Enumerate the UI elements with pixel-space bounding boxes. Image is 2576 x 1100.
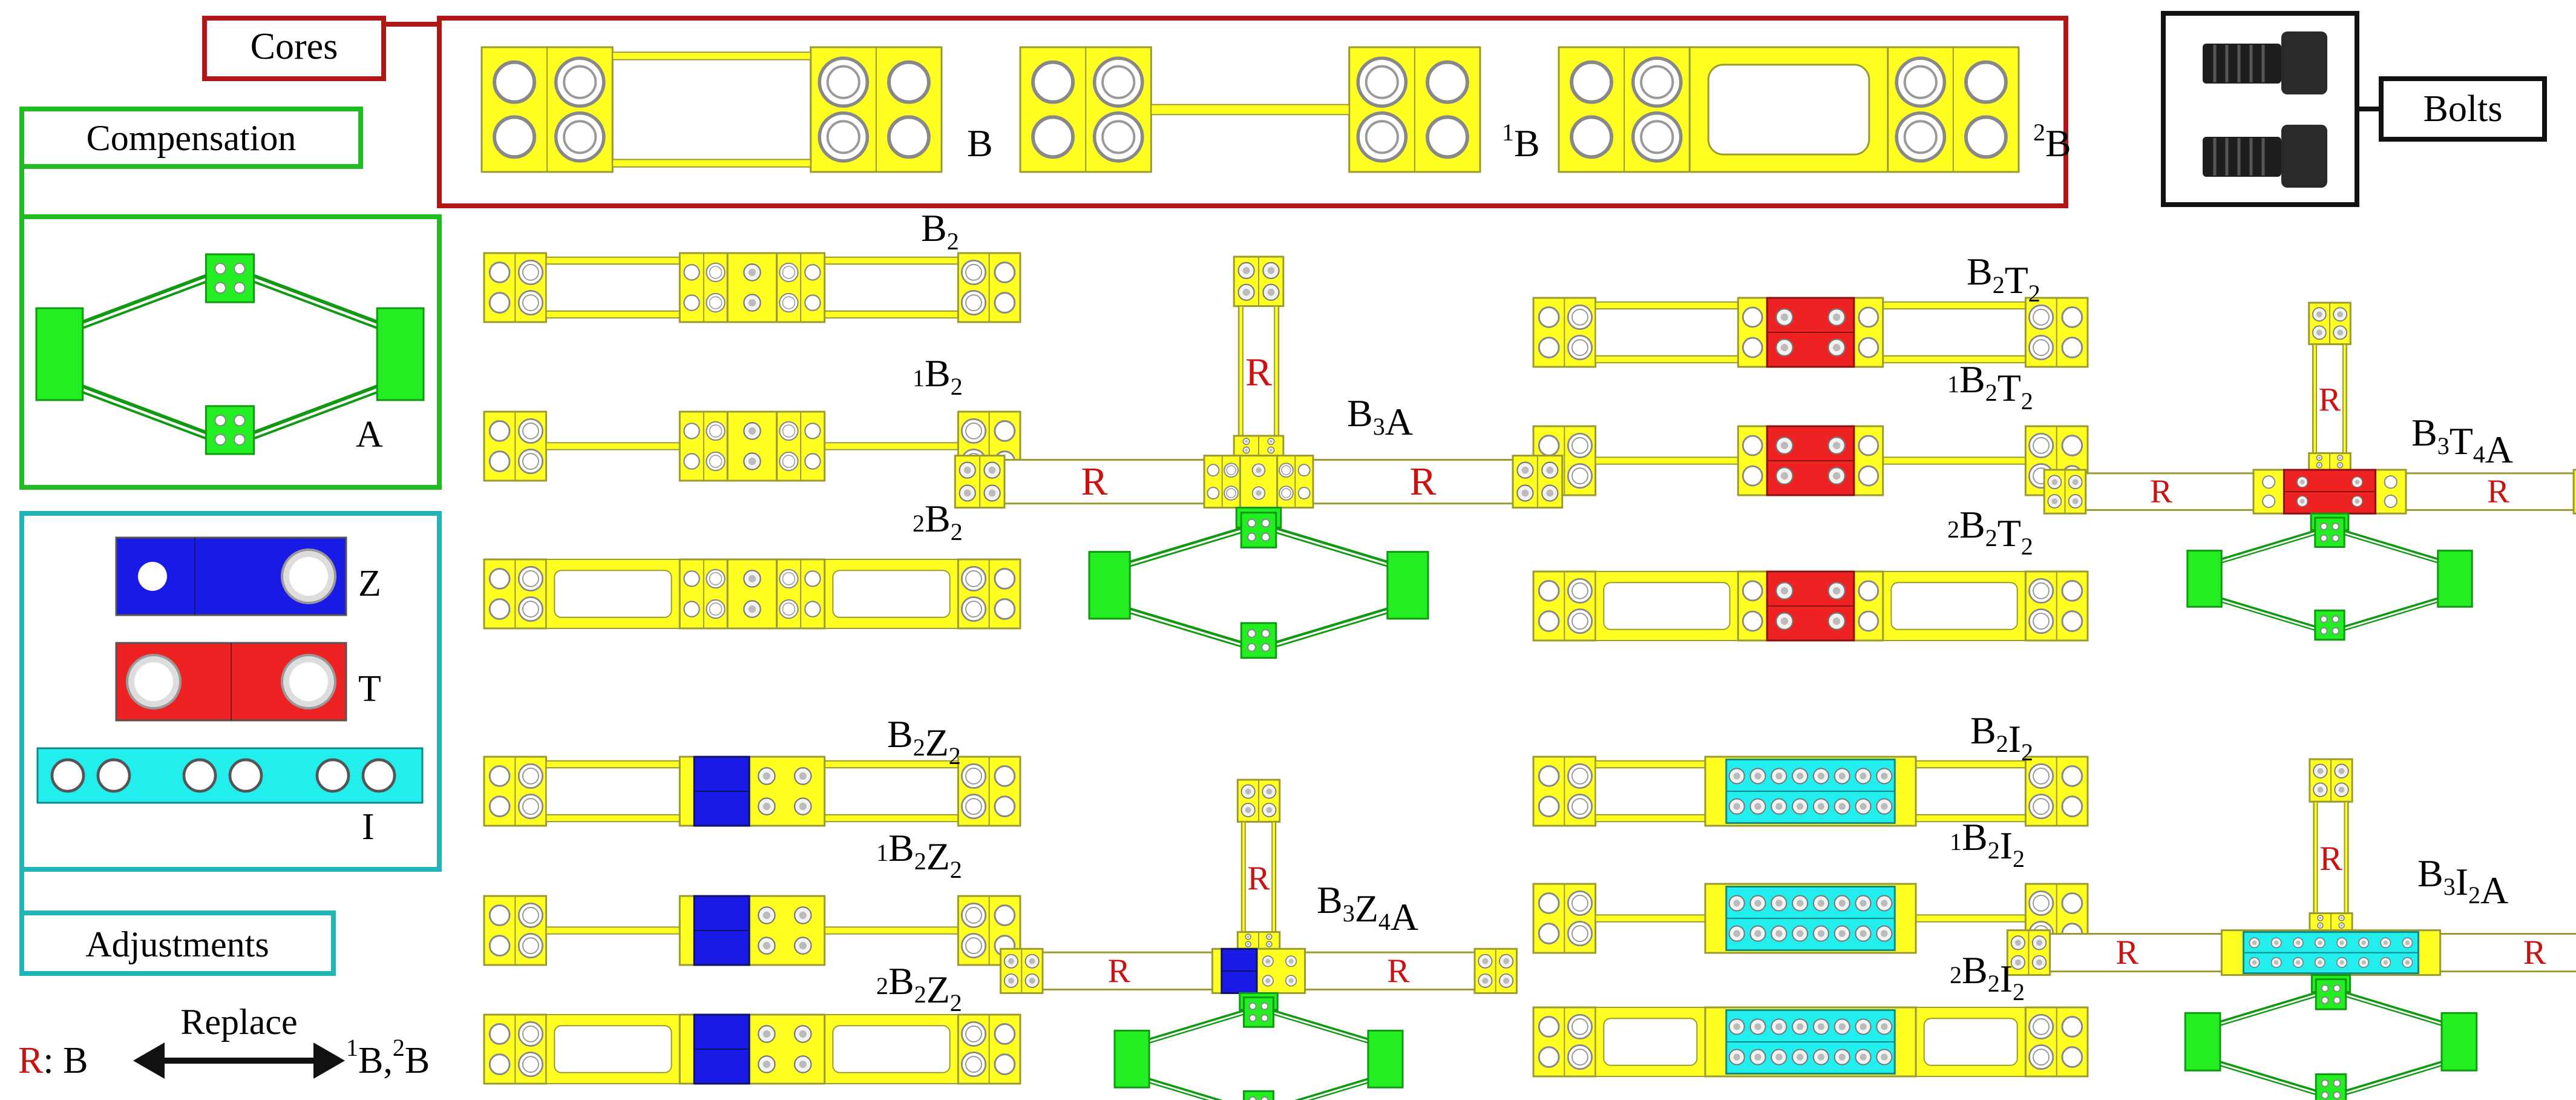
- adjust-module-t: [115, 642, 347, 722]
- replace-caption: Replace: [180, 1002, 297, 1042]
- r-label: R: [2487, 473, 2509, 510]
- core-variants: [480, 46, 2020, 173]
- config-label-b2t2: B2T2: [1967, 250, 2040, 307]
- core-1b: [1019, 46, 1481, 173]
- r-label: R: [2523, 934, 2546, 972]
- config-label-b2z2-2: 2B2Z2: [876, 960, 962, 1016]
- assembly-b3z4a: R R R: [1000, 779, 1518, 1100]
- r-label: R: [1108, 952, 1131, 990]
- config-label-b2i2-2: 2B2I2: [1950, 949, 2025, 1006]
- double-arrow-icon: [133, 1042, 345, 1079]
- assembly-b3t4a: R R R: [2043, 301, 2576, 641]
- cores-title: Cores: [251, 26, 338, 67]
- config-label-b2i2-1: 1B2I2: [1950, 815, 2025, 872]
- core-label-b: B: [967, 122, 993, 165]
- assembly-1b2t2: [1532, 425, 2089, 496]
- assembly-b3i2a: R R R: [2006, 758, 2576, 1100]
- assembly-b2t2: [1532, 297, 2089, 368]
- adjustments-panel: Adjustments Z T I: [19, 511, 442, 976]
- adjustments-tag: [19, 911, 336, 976]
- adjust-module-z: [115, 536, 347, 616]
- compensation-module-a: [35, 253, 425, 455]
- config-label-b3a: B3A: [1347, 392, 1413, 443]
- adjustments-frame: [19, 511, 442, 872]
- assembly-b3a: R R R: [954, 255, 1564, 659]
- config-label-b2: B2: [921, 206, 959, 255]
- assembly-2b2z2: [483, 1013, 1021, 1085]
- assembly-b2: [483, 252, 1021, 323]
- core-2b: [1558, 46, 2020, 173]
- assembly-1b2: [483, 410, 1021, 482]
- legend-label-z: Z: [358, 563, 381, 604]
- bolt-icon: [2203, 125, 2327, 188]
- r-label: R: [2116, 934, 2138, 972]
- legend-label-t: T: [358, 668, 381, 710]
- adjustments-title: Adjustments: [85, 924, 269, 964]
- legend-label-i: I: [362, 806, 375, 848]
- core-label-2b: 2B: [2033, 119, 2071, 165]
- r-label: R: [1247, 860, 1270, 897]
- compensation-panel: Compensation A: [19, 107, 442, 490]
- r-label: R: [2150, 473, 2172, 510]
- bolts-panel: Bolts: [2161, 11, 2547, 207]
- bolts-tag: [2379, 76, 2547, 142]
- assembly-b2z2: [483, 756, 1021, 827]
- core-b: [480, 46, 943, 173]
- config-label-b2t2-2: 2B2T2: [1947, 503, 2033, 560]
- config-label-b2z2-1: 1B2Z2: [876, 826, 962, 883]
- assembly-b2i2: [1532, 756, 2089, 827]
- compensation-title: Compensation: [87, 118, 297, 158]
- config-label-b2-2: 2B2: [913, 497, 963, 545]
- assembly-1b2i2: [1532, 883, 2089, 954]
- r-label: R: [1387, 952, 1410, 990]
- adjust-module-i: [36, 747, 424, 804]
- bolts-title: Bolts: [2424, 88, 2503, 130]
- assembly-2b2t2: [1532, 570, 2089, 642]
- core-label-1b: 1B: [1502, 119, 1540, 165]
- cores-panel: Cores B 1B 2B: [202, 16, 2071, 208]
- config-label-b2-1: 1B2: [913, 352, 963, 400]
- config-label-b2i2: B2I2: [1970, 709, 2033, 766]
- r-label: R: [2319, 840, 2342, 878]
- configuration-labels: B2 1B2 2B2 B3A B2T2 1B2T2 2B2T2 B3T4A B2Z2 1B2Z2 2…: [876, 206, 2513, 1016]
- cores-frame: [437, 16, 2068, 208]
- assembly-1b2z2: [483, 895, 1021, 966]
- config-label-b2z2: B2Z2: [887, 713, 961, 769]
- cores-tag: [202, 16, 386, 81]
- compensation-frame: [19, 214, 442, 490]
- bolt-icon: [2203, 31, 2327, 94]
- replace-legend: R: B Replace 1B,2B: [18, 1002, 430, 1081]
- replace-source: R: B: [18, 1040, 88, 1081]
- r-label: R: [1245, 351, 1272, 395]
- r-label: R: [1081, 459, 1107, 504]
- compensation-tag: [19, 107, 363, 169]
- assembly-configurations: R R R R R R R R R R R R: [483, 252, 2576, 1100]
- config-label-b2t2-1: 1B2T2: [1947, 358, 2033, 415]
- replace-target: 1B,2B: [346, 1034, 430, 1081]
- config-label-b3i2a: B3I2A: [2417, 852, 2508, 912]
- r-label: R: [1409, 459, 1436, 504]
- config-label-b3t4a: B3T4A: [2411, 411, 2513, 471]
- config-label-b3z4a: B3Z4A: [1317, 878, 1418, 938]
- r-label: R: [2319, 381, 2341, 418]
- assembly-2b2i2: [1532, 1006, 2089, 1078]
- legend-label-a: A: [356, 414, 383, 455]
- assembly-2b2: [483, 558, 1021, 630]
